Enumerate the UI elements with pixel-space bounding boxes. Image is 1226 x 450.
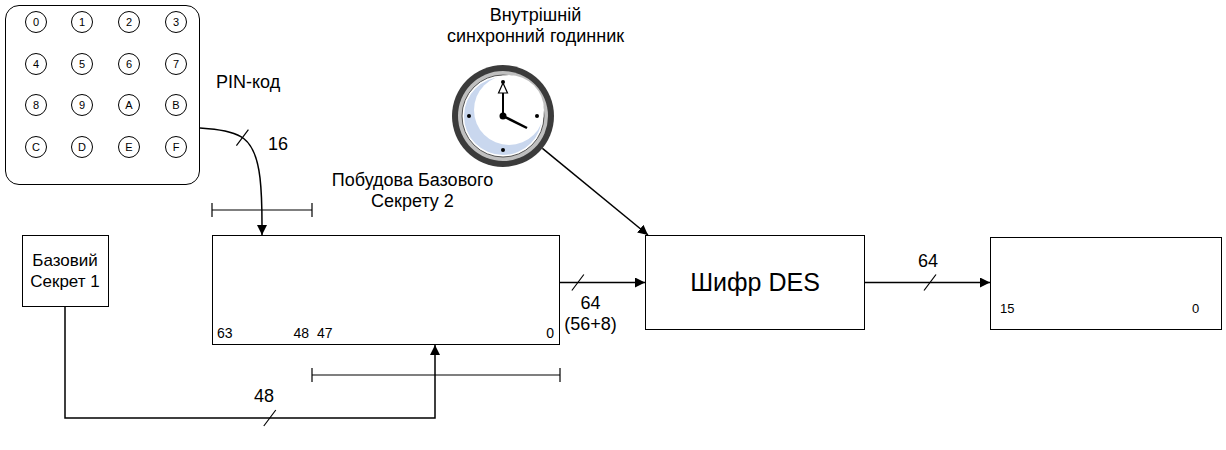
bracket-tick: [311, 368, 312, 382]
bus-width-slash: [236, 130, 248, 146]
key-circle: 1: [71, 11, 93, 33]
key-circle: 0: [25, 11, 47, 33]
box-label: 7: [173, 58, 179, 71]
box-label: 1: [79, 16, 85, 29]
box-label: B: [172, 99, 179, 112]
bracket-tick: [311, 203, 312, 217]
key-circle: C: [25, 136, 47, 158]
bit-index: 48: [293, 325, 309, 341]
key-circle: B: [165, 94, 187, 116]
clock-illustration: [452, 65, 554, 167]
clock-hand: [502, 92, 504, 116]
key-circle: 5: [71, 53, 93, 75]
bus-width-label: 64 (56+8): [563, 293, 618, 334]
key-circle: 9: [71, 94, 93, 116]
bit-index: 0: [546, 325, 554, 341]
box-label: A: [125, 99, 132, 112]
bus-width-slash: [924, 275, 936, 291]
bit-index: 63: [217, 325, 233, 341]
keypad-panel: PIN-код0123456789ABCDEF: [5, 5, 200, 185]
connector-arrow: [200, 128, 262, 235]
box-label: C: [32, 141, 40, 154]
field-brackets: [212, 203, 560, 382]
clock-tick: [467, 114, 471, 118]
connector-arrow: [865, 282, 990, 284]
box-label: E: [125, 141, 132, 154]
clock-pivot: [500, 113, 507, 120]
clock-heading: Внутрішній синхронний годинник: [443, 5, 628, 46]
secret-box: Базовий Секрет 1: [22, 235, 109, 307]
display-box: 15 0: [990, 237, 1222, 330]
key-circle: 6: [118, 53, 140, 75]
clock-face: [462, 75, 544, 157]
bit-index: 47: [317, 325, 333, 341]
box-label: D: [78, 141, 86, 154]
bracket-tick: [559, 368, 560, 382]
clock-tick: [535, 114, 539, 118]
box-label: Шифр DES: [690, 268, 820, 297]
bracket-tick: [211, 203, 212, 217]
key-circle: A: [118, 94, 140, 116]
clock-rim: [452, 65, 554, 167]
key-circle: 3: [165, 11, 187, 33]
box-label: 4: [33, 58, 39, 71]
box-label: 6: [126, 58, 132, 71]
keypad-heading: PIN-код: [216, 72, 280, 93]
register-box: Побудова Базового Секрету 26348470: [212, 235, 560, 345]
key-circle: 4: [25, 53, 47, 75]
register-heading: Побудова Базового Секрету 2: [315, 170, 510, 211]
digit-index: 15: [1000, 302, 1014, 317]
digit-index: 0: [1192, 302, 1199, 317]
clock-face-light: [474, 75, 544, 145]
key-circle: F: [165, 136, 187, 158]
key-circle: 7: [165, 53, 187, 75]
key-circle: 2: [118, 11, 140, 33]
clock-node: Внутрішній синхронний годинник: [453, 66, 553, 166]
box-label: F: [173, 141, 180, 154]
box-label: 0: [33, 16, 39, 29]
clock-tick: [501, 148, 505, 152]
clock-hand-tip: [499, 83, 508, 93]
bus-width-label: 48: [254, 386, 274, 407]
box-label: 5: [79, 58, 85, 71]
bus-width-slash: [264, 410, 276, 426]
key-circle: E: [118, 136, 140, 158]
clock-hand: [503, 116, 527, 128]
connector-arrow: [560, 282, 645, 284]
cipher-box: Шифр DES: [645, 235, 865, 330]
key-circle: 8: [25, 94, 47, 116]
box-label: 8: [33, 99, 39, 112]
box-label: 2: [126, 16, 132, 29]
bracket-line: [312, 374, 560, 375]
box-label: 9: [79, 99, 85, 112]
key-circle: D: [71, 136, 93, 158]
box-label: Базовий Секрет 1: [29, 250, 101, 293]
box-label: 3: [173, 16, 179, 29]
clock-bezel: [458, 71, 548, 161]
bus-width-label: 64: [918, 251, 938, 272]
bus-width-label: 16: [268, 134, 288, 155]
connector-arrow: [542, 148, 648, 235]
bus-width-slash: [572, 275, 584, 291]
